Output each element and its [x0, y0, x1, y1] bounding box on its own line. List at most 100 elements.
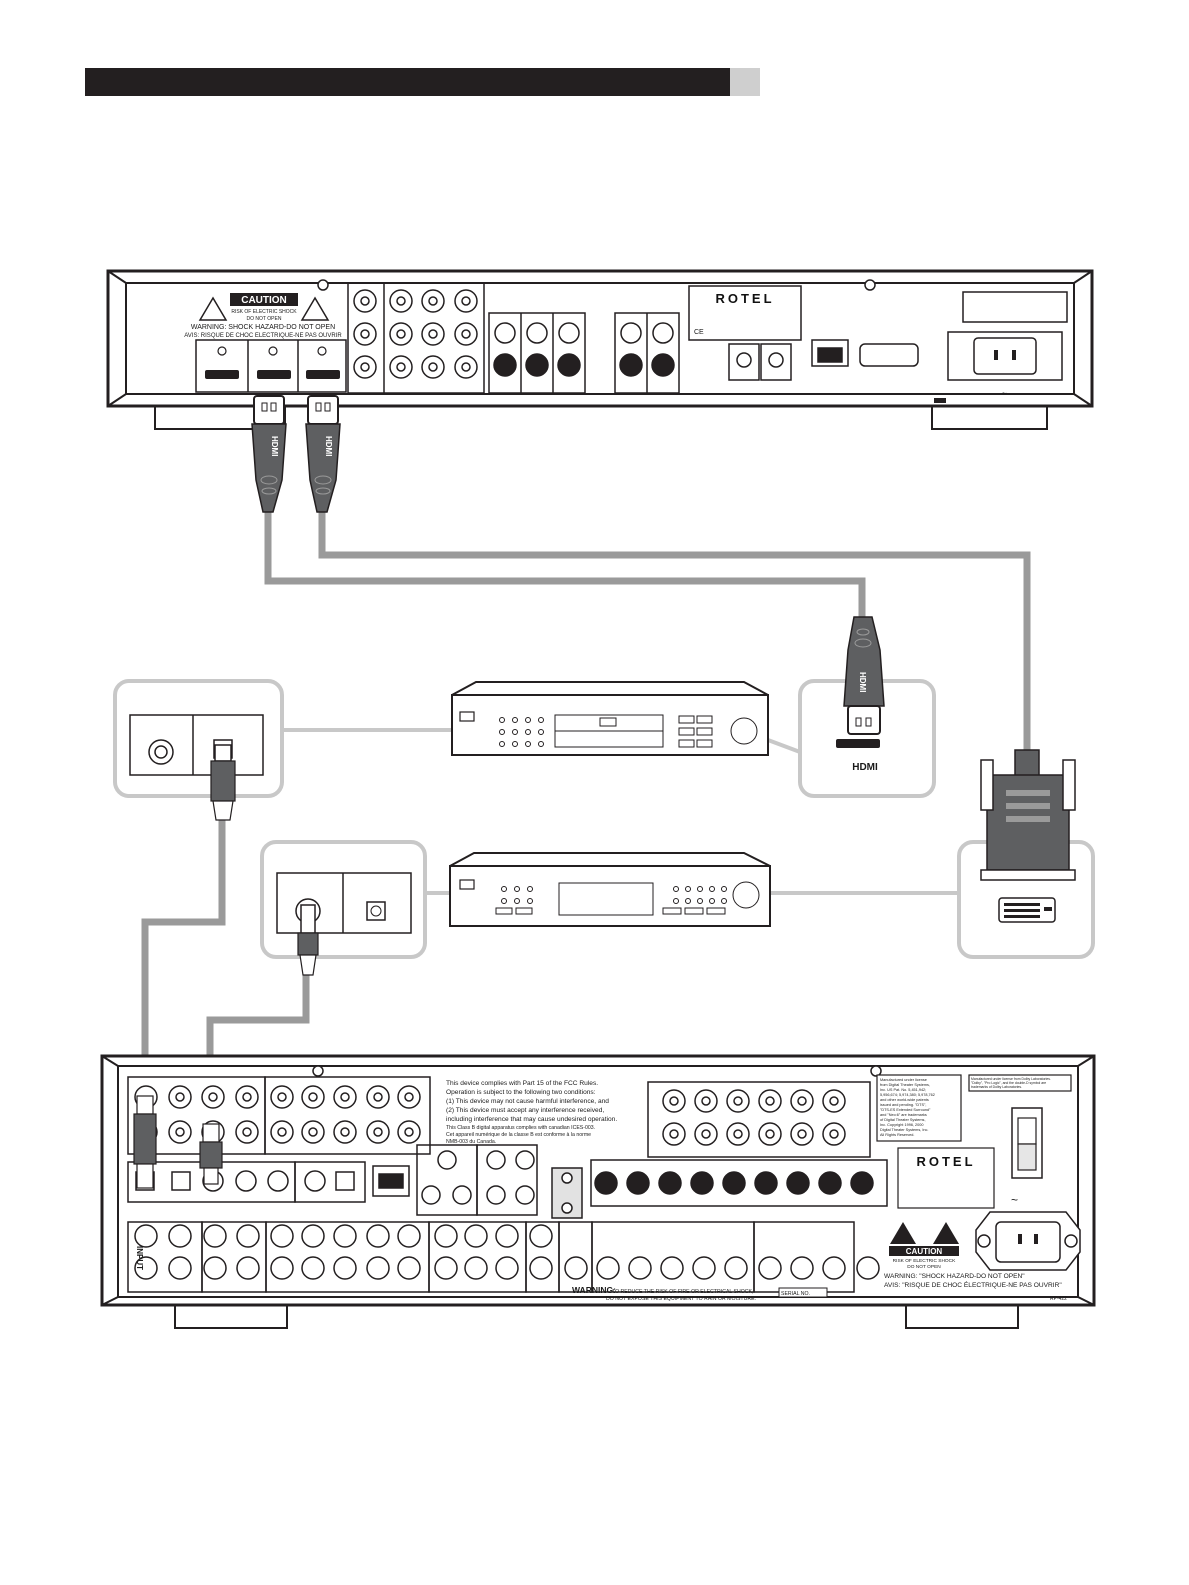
caution-title: CAUTION: [241, 295, 287, 306]
exclamation-warning-icon: [300, 296, 330, 321]
optical-plug-receiver: [133, 1095, 157, 1189]
hdmi-plug-left-label: HDMI: [270, 436, 279, 456]
optical-cable: [141, 805, 226, 1085]
bottom-warning-title: WARNING:: [572, 1285, 616, 1295]
hdmi-plug-mid-label: HDMI: [858, 672, 867, 692]
hdmi-plug-left: HDMI: [251, 395, 287, 513]
component-jacks: [488, 312, 680, 394]
screw-icon: [864, 279, 876, 291]
bottom-warning-line2: DO NOT EXPOSE THIS EQUIPMENT TO RAIN OR …: [606, 1296, 756, 1302]
callout-line-tuner-right: [770, 891, 970, 903]
svg-text:Operation is subject to the fo: Operation is subject to the following tw…: [446, 1089, 596, 1096]
svg-text:This Class B digital apparatus: This Class B digital apparatus complies …: [446, 1125, 595, 1131]
input-label: INPUT: [135, 1246, 144, 1270]
receiver-caution-title: CAUTION: [906, 1247, 943, 1256]
svg-text:NMB-003 du Canada.: NMB-003 du Canada.: [446, 1139, 496, 1145]
serial-label: SERIAL NO.: [781, 1291, 810, 1297]
processor-label-box: [688, 285, 802, 341]
power-inlet: [995, 1221, 1061, 1263]
caution-label-box: [889, 1246, 959, 1256]
cables: [141, 500, 1031, 1130]
processor-ac-symbol: ~: [1002, 389, 1007, 398]
model-code: RP-422: [1050, 1296, 1067, 1302]
cd-output-callout: [113, 679, 284, 821]
svg-text:including interference that ma: including interference that may cause un…: [446, 1116, 617, 1123]
svg-text:Inc. US Pat. No. 5,451,942;: Inc. US Pat. No. 5,451,942;: [880, 1088, 926, 1092]
bottom-warning-line1: TO REDUCE THE RISK OF FIRE OR ELECTRICAL…: [612, 1289, 753, 1295]
svg-text:and other world-wide patents: and other world-wide patents: [880, 1098, 929, 1102]
hdmi-plug-right-label: HDMI: [324, 436, 333, 456]
hdmi-port: [257, 370, 291, 379]
svg-text:Cet appareil numérique de la c: Cet appareil numérique de la classe B es…: [446, 1132, 591, 1138]
dvi-plug: [980, 749, 1076, 881]
svg-text:"DTS-ES Extended Surround": "DTS-ES Extended Surround": [880, 1108, 931, 1112]
lightning-warning-icon: [890, 1222, 916, 1244]
rca-jacks: [347, 282, 485, 394]
svg-text:(2) This device must accept an: (2) This device must accept any interfer…: [446, 1107, 604, 1114]
hdmi-cable-right: [318, 500, 1031, 750]
tuner-output-callout: [260, 840, 427, 976]
svg-text:from Digital Theater Systems,: from Digital Theater Systems,: [880, 1083, 930, 1087]
svg-text:Manufactured under license: Manufactured under license: [880, 1078, 927, 1082]
ce-mark: CE: [694, 329, 704, 336]
cd-player: [451, 681, 769, 756]
svg-text:This device complies with Part: This device complies with Part 15 of the…: [446, 1080, 598, 1087]
receiver-ac-symbol: ~: [1011, 1193, 1018, 1207]
svg-text:issued and pending. "DTS",: issued and pending. "DTS",: [880, 1103, 926, 1107]
hdmi-ports: [205, 370, 340, 379]
hdmi-plug-right: HDMI: [305, 395, 341, 513]
exclamation-warning-icon: [933, 1222, 959, 1244]
screw-icon: [870, 1065, 882, 1077]
caution-line1: RISK OF ELECTRIC SHOCK: [231, 309, 297, 315]
hdmi-port: [836, 739, 880, 748]
callout-line-cd-right: [767, 738, 801, 754]
hdmi-port: [205, 370, 239, 379]
svg-text:All Rights Reserved.: All Rights Reserved.: [880, 1133, 914, 1137]
coax-input-jack: [235, 1170, 257, 1192]
caution-label-box: [230, 293, 298, 306]
screw-icon: [312, 1065, 324, 1077]
header-bar: [85, 68, 730, 96]
dolby-notice-box: [968, 1074, 1072, 1092]
receiver-brand: ROTEL: [916, 1154, 975, 1169]
svg-text:of Digital Theater Systems,: of Digital Theater Systems,: [880, 1118, 926, 1122]
svg-text:Manufactured under license fro: Manufactured under license from Dolby La…: [971, 1077, 1051, 1081]
receiver-label-box: [897, 1147, 995, 1209]
svg-text:5,956,674; 5,974,380; 5,978,76: 5,956,674; 5,974,380; 5,978,762: [880, 1093, 935, 1097]
hdmi-port-label: HDMI: [852, 762, 878, 773]
hdmi-port: [306, 370, 340, 379]
fuse-window: [962, 291, 1068, 323]
warning-line: WARNING: SHOCK HAZARD-DO NOT OPEN: [191, 324, 335, 331]
svg-text:Digital Theater Systems, Inc.: Digital Theater Systems, Inc.: [880, 1128, 928, 1132]
svg-text:(1) This device may not cause: (1) This device may not cause harmful in…: [446, 1098, 609, 1105]
dolby-notice: Manufactured under license from Dolby La…: [971, 1077, 1051, 1089]
processor-brand: ROTEL: [715, 291, 774, 306]
optical-input-jack: [171, 1171, 191, 1191]
svg-text:Inc. Copyright 1996, 2000: Inc. Copyright 1996, 2000: [880, 1123, 923, 1127]
input-label-text: INPUT: [135, 1246, 144, 1270]
svg-text:and "Neo:6" are trademarks: and "Neo:6" are trademarks: [880, 1113, 927, 1117]
processor-foot-right: [931, 404, 1048, 430]
svg-text:trademarks of Dolby Laboratori: trademarks of Dolby Laboratories.: [971, 1085, 1022, 1089]
processor-unit: CAUTION RISK OF ELECTRIC SHOCK DO NOT OP…: [106, 269, 1094, 430]
tuner: [449, 852, 771, 927]
receiver-warning-main: WARNING: "SHOCK HAZARD-DO NOT OPEN": [884, 1273, 1025, 1280]
hdmi-cable-left: [264, 500, 866, 625]
serial-box: [778, 1287, 828, 1298]
fcc-notice: This device complies with Part 15 of the…: [446, 1080, 617, 1145]
hdmi-plug-middle: HDMI: [843, 616, 885, 735]
receiver-unit: INPUT This device complies with Part 15 …: [100, 1054, 1096, 1329]
coax-plug-receiver: [199, 1123, 223, 1185]
screw-icon: [317, 279, 329, 291]
receiver-avis-main: AVIS: "RISQUE DE CHOC ÉLECTRIQUE-NE PAS …: [884, 1280, 1062, 1289]
dts-notice: Manufactured under license from Digital …: [880, 1078, 935, 1137]
dts-notice-box: [876, 1074, 962, 1142]
receiver-caution-line1: RISK OF ELECTRIC SHOCK: [893, 1258, 956, 1264]
caution-line2: DO NOT OPEN: [247, 316, 282, 322]
receiver-caution-line2: DO NOT OPEN: [907, 1264, 941, 1270]
power-inlet: [973, 337, 1037, 375]
rs232-port: [859, 343, 919, 367]
svg-text:"Dolby", "Pro Logic", and the: "Dolby", "Pro Logic", and the double-D s…: [971, 1081, 1046, 1085]
avis-line: AVIS: RISQUE DE CHOC ELECTRIQUE-NE PAS O…: [184, 333, 342, 339]
